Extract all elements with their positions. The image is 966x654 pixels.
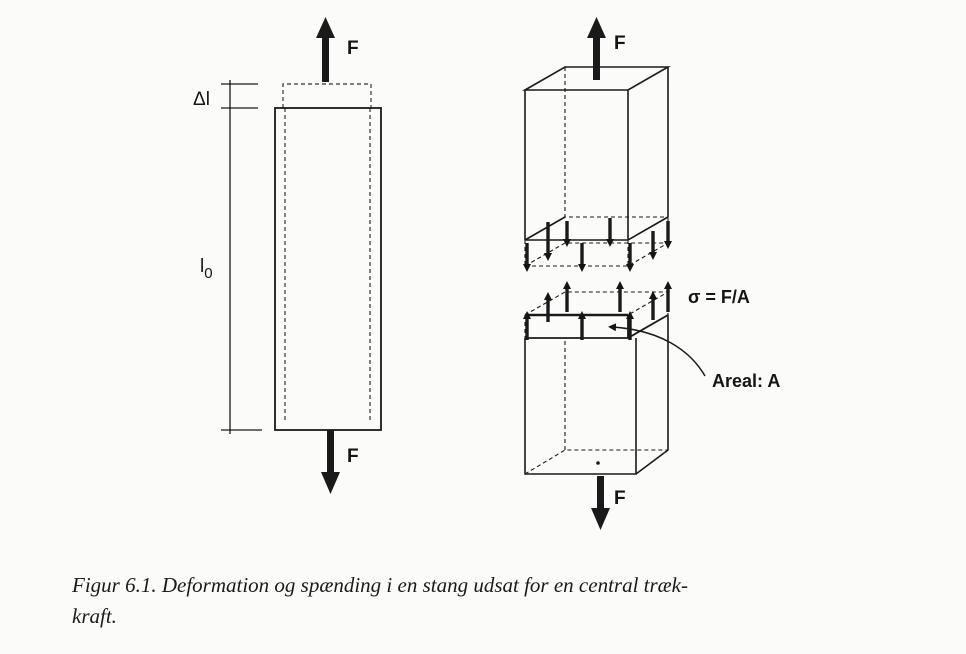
top-force-arrow <box>316 17 335 82</box>
top-force-label: F <box>347 38 359 59</box>
bottom-force-arrow <box>321 430 340 494</box>
area-label: Areal: A <box>712 371 780 391</box>
right-bottom-force-arrow <box>591 476 610 530</box>
caption-line-1: Figur 6.1. Deformation og spænding i en … <box>72 573 688 597</box>
lower-prism <box>524 315 669 475</box>
dimension-lines <box>221 80 262 434</box>
elongation-label: Δl <box>193 89 210 110</box>
right-top-force-label: F <box>614 33 626 54</box>
caption-line-2: kraft. <box>72 604 117 628</box>
left-bar-diagram: F Δl l0 F <box>193 17 382 494</box>
upper-stress-arrows <box>523 218 672 272</box>
bottom-force-label: F <box>347 446 359 467</box>
upper-prism <box>522 66 671 240</box>
elongated-outline <box>282 83 372 420</box>
original-bar <box>274 107 382 431</box>
right-top-force-arrow <box>587 17 606 80</box>
lower-stress-arrows <box>523 281 672 340</box>
stress-formula: σ = F/A <box>688 287 750 307</box>
right-block-diagram <box>522 66 706 475</box>
area-leader-line <box>608 323 706 377</box>
right-bottom-force-label: F <box>614 488 626 509</box>
original-length-label: l0 <box>200 256 213 282</box>
figure-caption: Figur 6.1. Deformation og spænding i en … <box>72 570 932 632</box>
